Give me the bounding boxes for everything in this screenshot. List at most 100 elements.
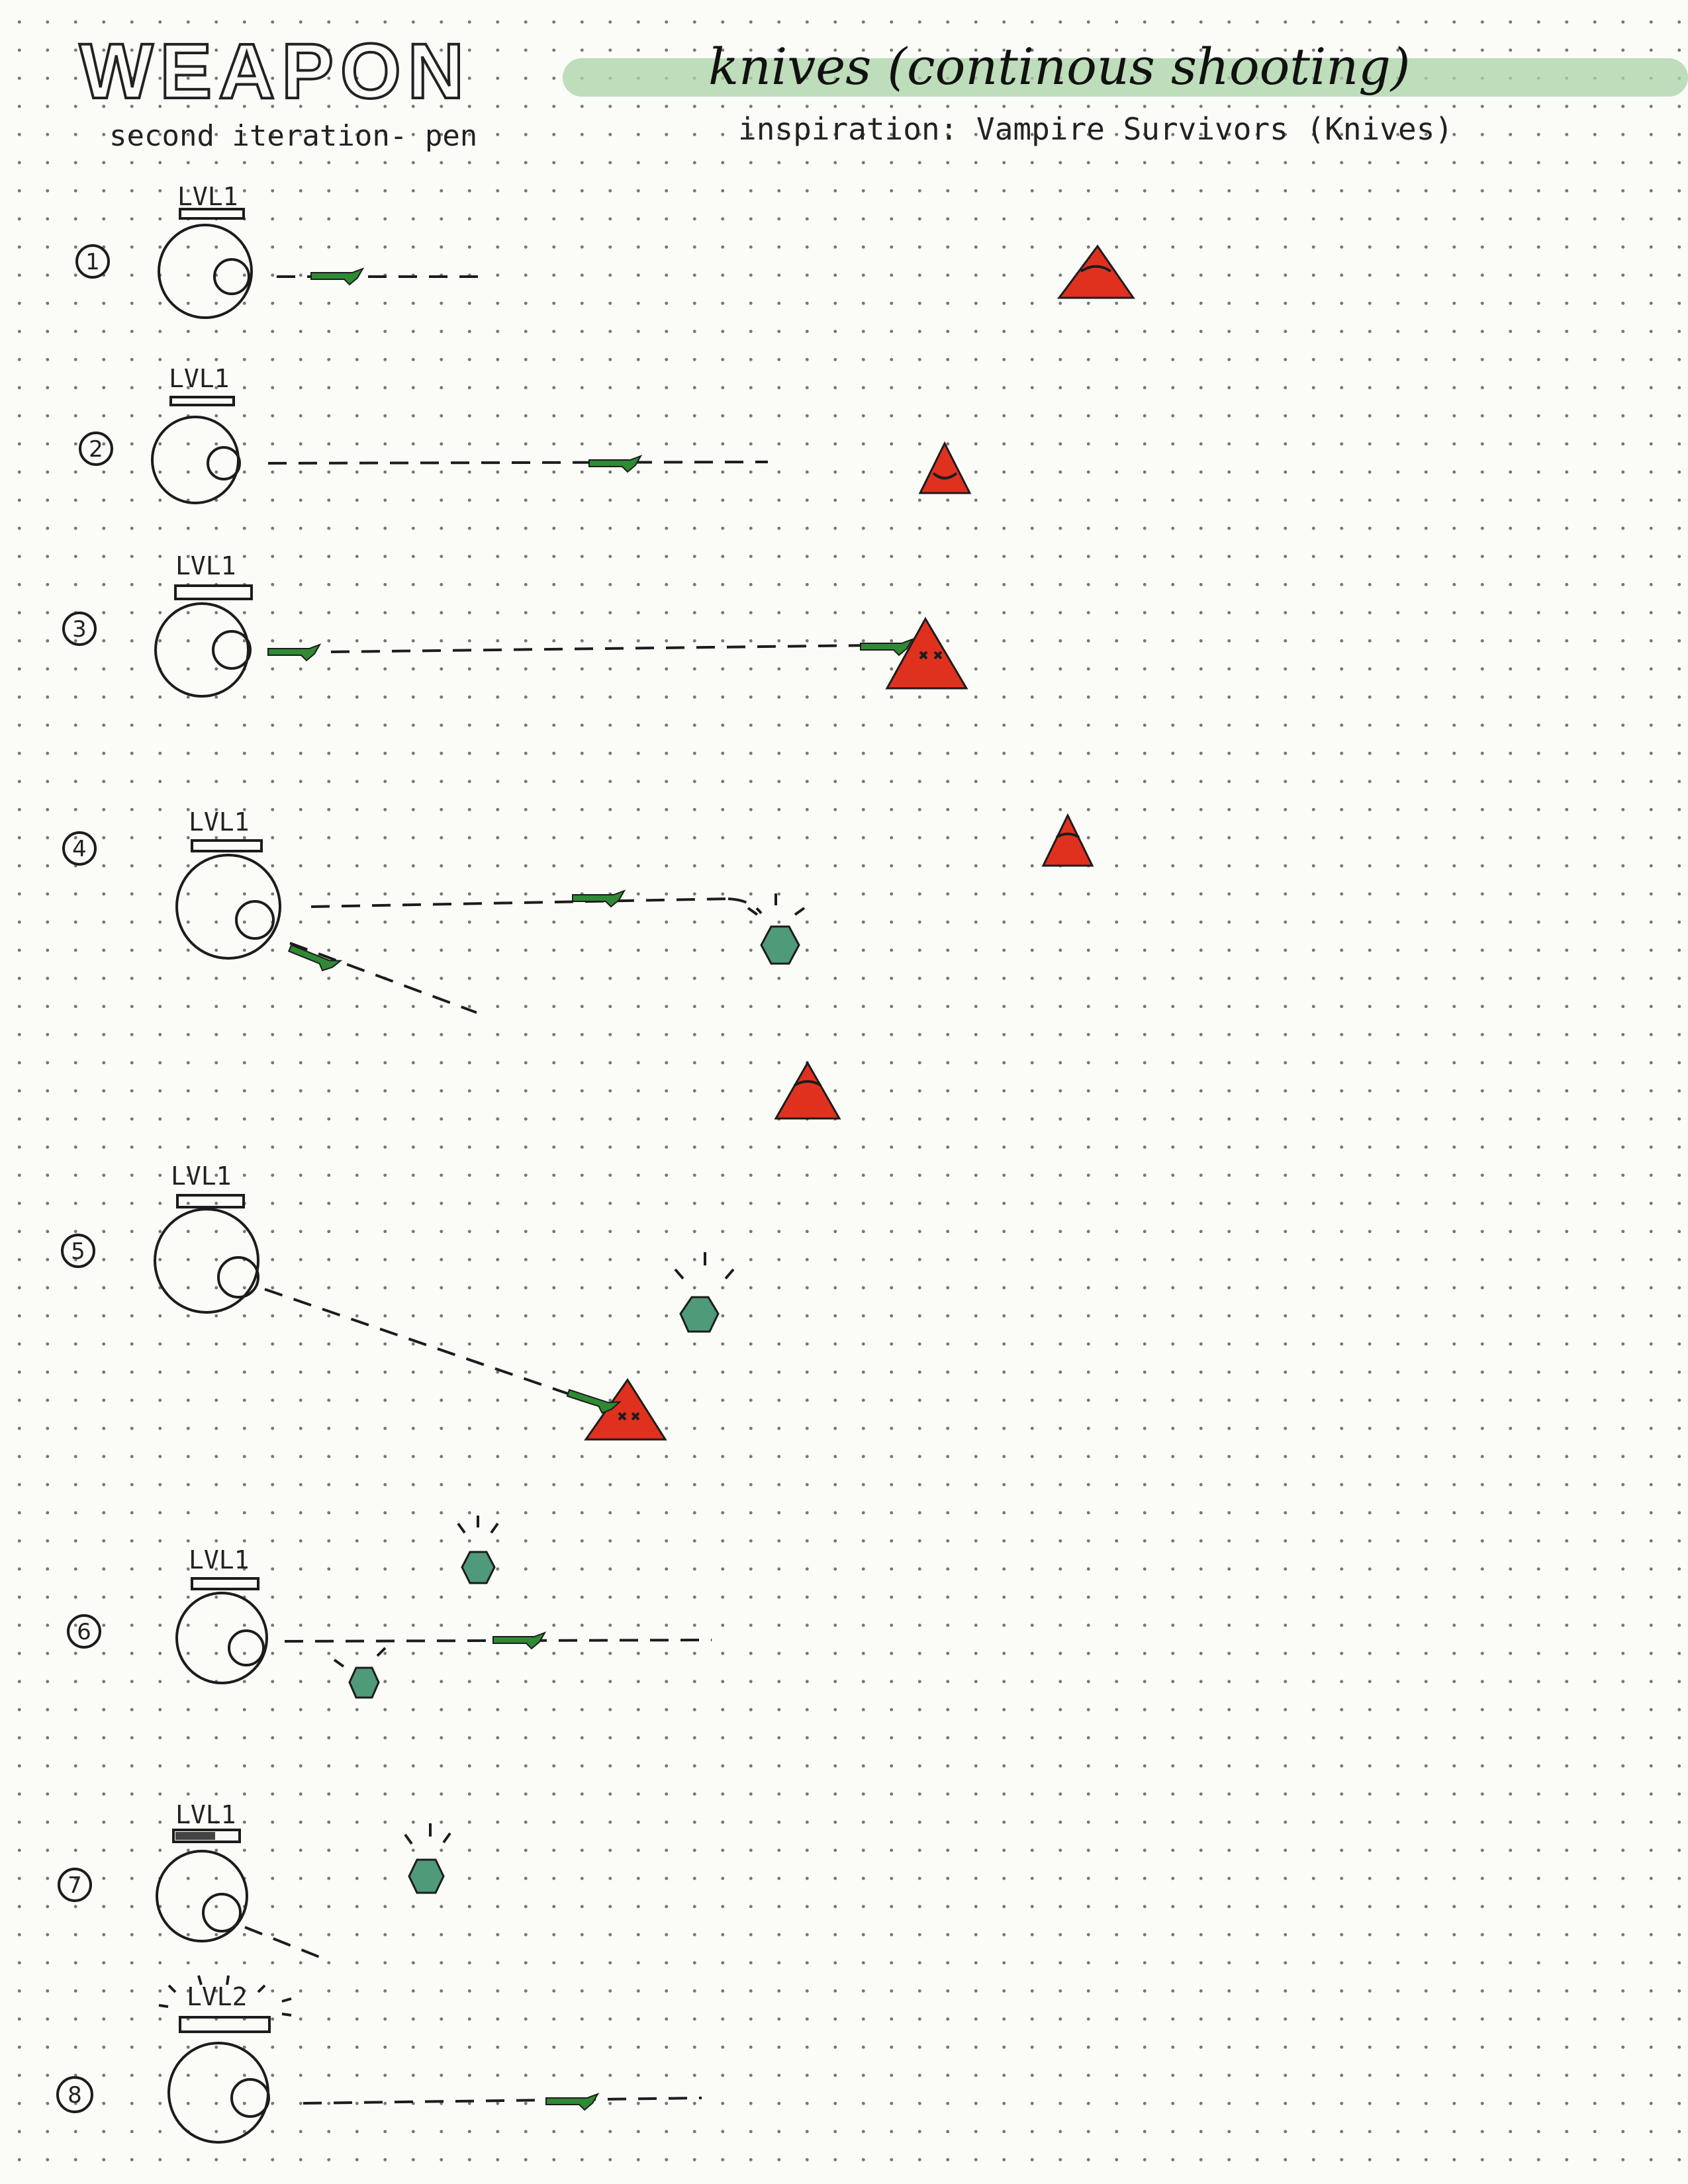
frame-number: 6 (77, 1619, 91, 1645)
xp-gem (461, 1551, 496, 1584)
player-circle (158, 224, 253, 319)
level-label: LVL1 (177, 182, 238, 211)
weapon-name: knives (continous shooting) (708, 37, 1411, 96)
level-label: LVL2 (187, 1982, 248, 2011)
frame-3: 3 LVL1 (62, 551, 968, 698)
player-facing-dot (228, 1629, 265, 1666)
knife-trajectory-end (727, 897, 763, 915)
xp-gem (760, 925, 800, 965)
title-highlight (563, 58, 1688, 97)
knife (267, 644, 320, 661)
xp-bar (172, 1829, 241, 1843)
frame-number-circle (56, 2076, 93, 2113)
page-title: WEAPON (78, 26, 471, 116)
player-circle (175, 1592, 268, 1684)
gem-sparkle (404, 1823, 451, 1845)
xp-bar (191, 1577, 259, 1590)
enemy-triangle (918, 441, 972, 494)
page-subtitle: second iteration- pen (109, 119, 478, 153)
gem-sparkle (457, 1516, 499, 1534)
knife-trajectory (267, 461, 769, 465)
enemy-triangle (584, 1378, 667, 1441)
frame-6: 6 LVL1 (67, 1516, 712, 1699)
player-circle (151, 416, 240, 504)
xp-bar (176, 1194, 245, 1208)
frame-2: 2 LVL1 (79, 364, 972, 504)
player-circle (154, 1208, 259, 1314)
player-facing-dot (207, 446, 241, 480)
xp-bar (179, 2016, 271, 2033)
frame-number-circle (62, 831, 97, 866)
player-facing-dot (217, 1256, 259, 1298)
enemy-dead-eyes (618, 1412, 640, 1421)
knife-trajectory-diagonal (289, 942, 477, 1014)
level-label: LVL1 (171, 1161, 232, 1191)
gem-sparkle (674, 1252, 735, 1280)
frame-number-circle (61, 1234, 95, 1268)
level-label: LVL1 (189, 807, 250, 837)
frame-number: 1 (85, 249, 100, 275)
xp-gem (408, 1858, 445, 1894)
knife-trajectory (330, 644, 874, 653)
player-circle (156, 1850, 248, 1942)
inspiration-note: inspiration: Vampire Survivors (Knives) (738, 111, 1454, 147)
enemy-dead-eyes (919, 651, 943, 660)
knife (572, 890, 625, 907)
enemy-face (932, 472, 958, 480)
level-label: LVL1 (189, 1545, 250, 1574)
knife-trajectory (303, 2097, 702, 2105)
knife-hit (860, 639, 913, 656)
enemy-face (1080, 265, 1112, 273)
player-circle (175, 854, 281, 960)
frame-number-circle (62, 612, 97, 646)
knife-trajectory (310, 897, 729, 908)
enemy-face (1055, 833, 1080, 839)
xp-bar (169, 396, 235, 406)
player-circle (154, 602, 250, 698)
xp-bar (179, 208, 245, 220)
gem-sparkle (333, 1647, 387, 1668)
xp-bar (191, 839, 263, 852)
frame-5: 5 LVL1 (61, 1161, 735, 1441)
frame-number-circle (67, 1614, 101, 1649)
knife (545, 2093, 598, 2111)
frame-number: 2 (89, 436, 103, 463)
enemy-triangle (1041, 813, 1094, 867)
frame-4: 4 LVL1 (62, 807, 1094, 1120)
player-facing-dot (202, 1893, 242, 1933)
xp-gem (348, 1666, 380, 1699)
gem-sparkle (747, 893, 806, 916)
frame-number-circle (79, 432, 113, 466)
player-facing-dot (213, 258, 250, 295)
frame-number: 8 (68, 2082, 82, 2109)
frame-number: 5 (71, 1238, 85, 1265)
player-facing-dot (212, 630, 252, 670)
frame-number: 7 (68, 1872, 82, 1899)
frame-8: 8 LVL2 (56, 1975, 702, 2144)
player-facing-dot (230, 2078, 270, 2118)
frame-1: 1 LVL1 (75, 182, 1135, 319)
player-circle (167, 2042, 269, 2144)
xp-bar-fill (175, 1832, 215, 1840)
knife (588, 455, 641, 473)
knife-trajectory (264, 1288, 577, 1398)
enemy-face (793, 1080, 822, 1087)
frame-number-circle (75, 244, 110, 279)
level-label: LVL1 (175, 551, 236, 580)
level-label: LVL1 (169, 364, 230, 393)
xp-bar (174, 584, 253, 600)
enemy-triangle (774, 1060, 841, 1120)
frame-number: 4 (72, 836, 87, 862)
player-facing-dot (235, 900, 275, 940)
enemy-triangle (1057, 244, 1135, 299)
xp-gem (679, 1296, 720, 1333)
knife (310, 268, 363, 285)
knife (492, 1632, 545, 1649)
frame-number: 3 (72, 616, 87, 643)
level-up-sparkle (158, 1975, 292, 2017)
frame-7: 7 LVL1 (58, 1800, 451, 1960)
knife-trajectory (244, 1926, 325, 1960)
level-label: LVL1 (175, 1800, 236, 1829)
frame-number-circle (58, 1868, 92, 1902)
